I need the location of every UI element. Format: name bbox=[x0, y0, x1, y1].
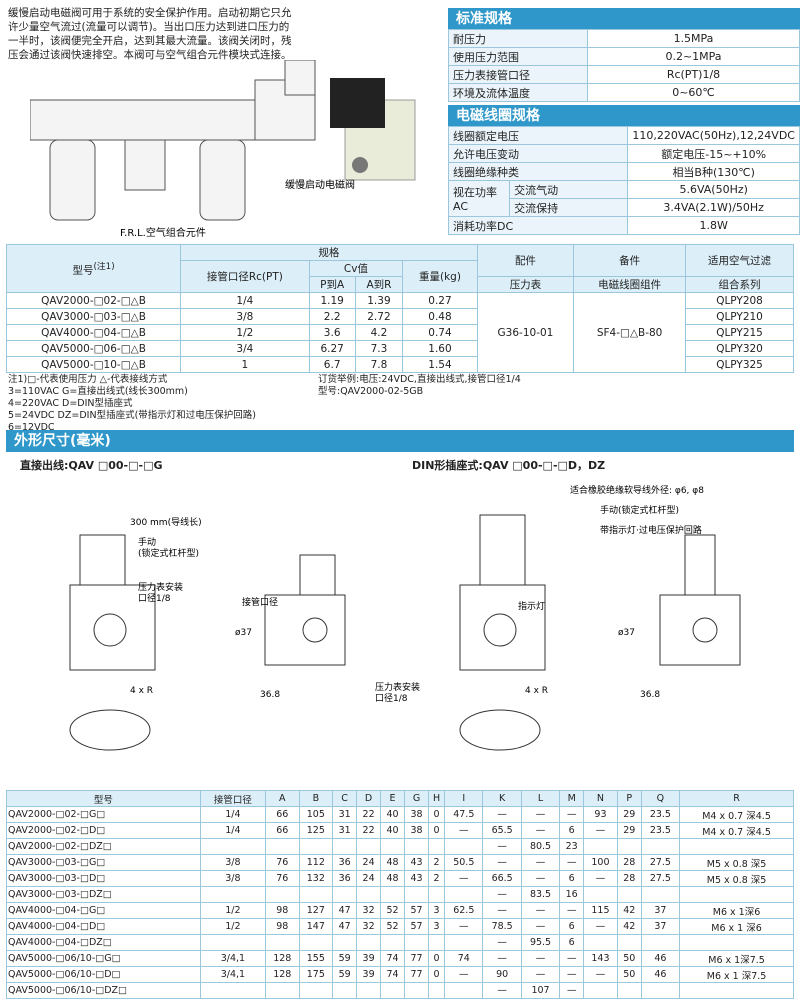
table-header: I bbox=[444, 790, 484, 807]
dimension-drawings: 300 mm(导线长) 手动 (锁定式杠杆型) 压力表安装 口径1/8 接管口径… bbox=[69, 484, 741, 751]
svg-text:口径1/8: 口径1/8 bbox=[375, 692, 408, 704]
table-header: R bbox=[679, 790, 794, 807]
dims-header: 外形尺寸(毫米) bbox=[6, 430, 794, 452]
svg-text:口径1/8: 口径1/8 bbox=[138, 592, 171, 604]
svg-text:36.8: 36.8 bbox=[640, 690, 660, 700]
svg-text:适合橡胶绝缘软导线外径: φ6, φ8: 适合橡胶绝缘软导线外径: φ6, φ8 bbox=[570, 484, 704, 496]
svg-text:ø37: ø37 bbox=[618, 628, 635, 638]
frl-drawing bbox=[30, 60, 316, 221]
table-header: B bbox=[298, 790, 334, 807]
coil-spec-header: 电磁线圈规格 bbox=[448, 105, 800, 127]
table-header: D bbox=[356, 790, 382, 807]
table-header: E bbox=[380, 790, 406, 807]
notes: 注1)□-代表使用压力 △-代表接线方式 3=110VAC G=直接出线式(线长… bbox=[8, 374, 256, 433]
table-header: M bbox=[559, 790, 585, 807]
table-header: G bbox=[404, 790, 429, 807]
table-header: P bbox=[616, 790, 642, 807]
svg-text:(锁定式杠杆型): (锁定式杠杆型) bbox=[138, 547, 199, 559]
table-header: Q bbox=[640, 790, 681, 807]
table-row: QAV5000-□06/10-□DZ□—107— bbox=[6, 982, 794, 999]
svg-text:36.8: 36.8 bbox=[260, 690, 280, 700]
table-header: A bbox=[264, 790, 300, 807]
valve-label: 缓慢启动电磁阀 bbox=[285, 178, 355, 191]
svg-text:手动: 手动 bbox=[138, 536, 156, 548]
table-header: 型号 bbox=[6, 790, 201, 807]
svg-text:接管口径: 接管口径 bbox=[242, 596, 278, 608]
product-illustration: F.R.L.空气组合元件 缓慢启动电磁阀 bbox=[30, 60, 416, 239]
direct-title: 直接出线:QAV □00-□-□G bbox=[20, 459, 163, 472]
intro-text: 缓慢启动电磁阀可用于系统的安全保护作用。启动初期它只允许少量空气流过(流量可以调… bbox=[8, 7, 292, 61]
valve-photo bbox=[330, 78, 416, 181]
frl-label: F.R.L.空气组合元件 bbox=[120, 226, 206, 239]
svg-text:带指示灯·过电压保护回路: 带指示灯·过电压保护回路 bbox=[600, 524, 702, 536]
table-header: N bbox=[583, 790, 618, 807]
svg-text:压力表安装: 压力表安装 bbox=[138, 581, 183, 593]
standard-spec-header: 标准规格 bbox=[448, 8, 800, 30]
svg-text:300 mm(导线长): 300 mm(导线长) bbox=[130, 516, 202, 528]
svg-text:指示灯: 指示灯 bbox=[518, 600, 545, 612]
table-header: K bbox=[482, 790, 522, 807]
din-title: DIN形插座式:QAV □00-□-□D，DZ bbox=[412, 459, 606, 472]
svg-text:4 x R: 4 x R bbox=[130, 686, 153, 696]
table-header: C bbox=[332, 790, 358, 807]
table-header: H bbox=[427, 790, 446, 807]
svg-text:4 x R: 4 x R bbox=[525, 686, 548, 696]
svg-text:压力表安装: 压力表安装 bbox=[375, 681, 420, 693]
table-header: 接管口径 bbox=[199, 790, 266, 807]
model-table: 型号(注1) 规格 配件 备件 适用空气过滤 接管口径Rc(PT) Cv值 重量… bbox=[5, 244, 794, 373]
table-header: L bbox=[520, 790, 561, 807]
order-example: 订货举例:电压:24VDC,直接出线式,接管口径1/4 型号:QAV2000-0… bbox=[318, 374, 521, 397]
svg-text:手动(锁定式杠杆型): 手动(锁定式杠杆型) bbox=[600, 504, 679, 516]
svg-text:ø37: ø37 bbox=[235, 628, 252, 638]
